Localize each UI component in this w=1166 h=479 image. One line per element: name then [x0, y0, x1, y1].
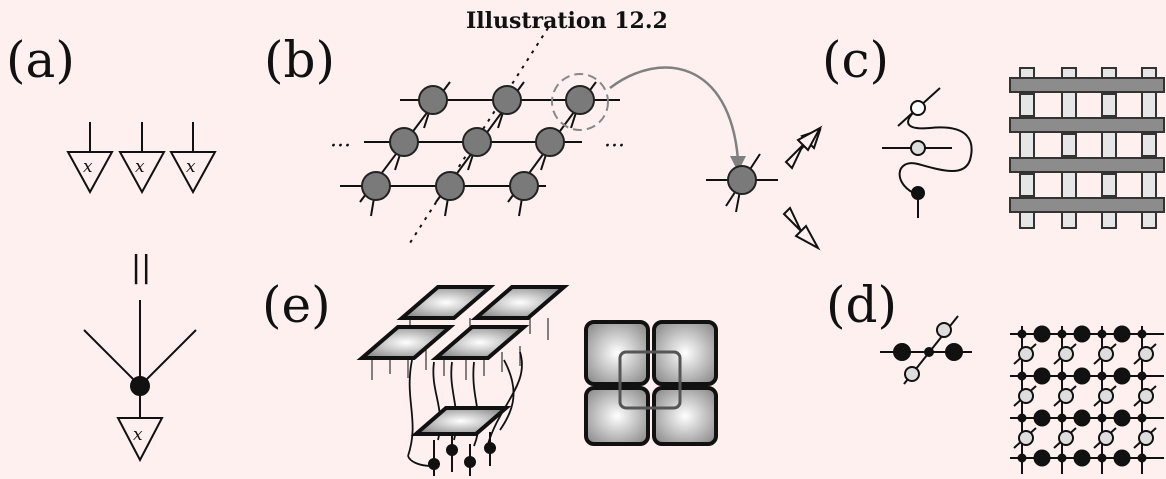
open-node [1138, 388, 1154, 404]
panel-label-b: (b) [264, 31, 336, 89]
open-node [936, 322, 952, 338]
single-tensor-node [706, 153, 778, 213]
copy-node [1057, 371, 1067, 381]
selected-node-highlight [551, 73, 609, 131]
panel-b-lattice: ··· ··· [330, 27, 823, 251]
open-node [1098, 346, 1114, 362]
open-node [1018, 388, 1034, 404]
output-legs [428, 432, 496, 476]
copy-node [1137, 329, 1147, 339]
filled-node [1073, 367, 1091, 385]
copy-node [1097, 371, 1107, 381]
tensor-node [389, 127, 419, 157]
open-node [904, 366, 920, 382]
open-node [1098, 388, 1114, 404]
triangle-tensor: x [66, 122, 114, 195]
triangle-tensor [116, 417, 164, 463]
open-node [910, 100, 926, 116]
copy-node [911, 186, 925, 200]
panel-label-e: (e) [262, 276, 331, 334]
triangle-label: x [186, 157, 196, 177]
filled-node [1033, 325, 1051, 343]
tensor-plate [356, 325, 456, 360]
copy-node [1057, 329, 1067, 339]
copy-node [1057, 453, 1067, 463]
triangle-tensor: x [169, 122, 217, 195]
right-ellipsis: ··· [604, 134, 625, 159]
triangle-label: x [83, 157, 93, 177]
panel-a-diagram: x x x x [66, 122, 217, 463]
tensor-node [535, 127, 565, 157]
copy-node [1017, 453, 1027, 463]
open-node [910, 140, 926, 156]
figure-title: Illustration 12.2 [466, 8, 668, 34]
open-node [1098, 430, 1114, 446]
triangle-label: x [133, 425, 143, 445]
filled-node [1113, 325, 1131, 343]
hollow-arrow-up [784, 125, 823, 170]
copy-node [1137, 371, 1147, 381]
copy-node [1097, 329, 1107, 339]
copy-node [1137, 413, 1147, 423]
filled-node [1033, 367, 1051, 385]
filled-node [893, 343, 911, 361]
panel-label-a: (a) [6, 31, 75, 89]
open-node [1018, 430, 1034, 446]
tensor-node [492, 85, 522, 115]
filled-node [1073, 409, 1091, 427]
woven-grid [1009, 67, 1165, 229]
tensor-node [509, 171, 539, 201]
tensor-plate [430, 325, 530, 360]
copy-node [130, 376, 150, 396]
tensor-node [435, 171, 465, 201]
copy-node [1017, 329, 1027, 339]
triangle-label: x [135, 157, 145, 177]
copy-node [1137, 453, 1147, 463]
tensor-node [361, 171, 391, 201]
filled-node [1113, 409, 1131, 427]
tensor-plate [470, 285, 570, 320]
hollow-arrow-down [782, 206, 821, 251]
left-ellipsis: ··· [330, 134, 351, 159]
zoom-arrow [609, 66, 740, 161]
tensor-plate [396, 285, 496, 320]
filled-node [1033, 449, 1051, 467]
panel-label-c: (c) [822, 31, 890, 89]
square-grid [584, 320, 718, 446]
filled-node [1073, 449, 1091, 467]
open-node [1058, 388, 1074, 404]
panel-label-d: (d) [826, 276, 898, 334]
open-node [1058, 346, 1074, 362]
panel-d-diagram [880, 315, 1164, 474]
open-node [1058, 430, 1074, 446]
panel-e-diagram [356, 285, 718, 476]
triangle-tensor: x [118, 122, 166, 195]
filled-node [1113, 367, 1131, 385]
filled-node [1073, 325, 1091, 343]
filled-node [1033, 409, 1051, 427]
tensor-node [418, 85, 448, 115]
open-node [1138, 346, 1154, 362]
copy-node [1017, 371, 1027, 381]
tensor-node [462, 127, 492, 157]
open-node [1018, 346, 1034, 362]
tensor-plate [410, 406, 512, 436]
node-lattice [1010, 325, 1164, 474]
node-legs [370, 99, 581, 217]
panel-c-diagram [882, 67, 1165, 229]
wire-loop [898, 107, 973, 196]
copy-node [1097, 413, 1107, 423]
copy-node [1057, 413, 1067, 423]
copy-node [1017, 413, 1027, 423]
copy-node [1097, 453, 1107, 463]
filled-node [945, 343, 963, 361]
filled-node [1113, 449, 1131, 467]
tensor-node [565, 85, 595, 115]
equals-symbol: || [131, 250, 152, 285]
arrow-head [730, 156, 746, 172]
open-node [1138, 430, 1154, 446]
copy-node [924, 347, 934, 357]
